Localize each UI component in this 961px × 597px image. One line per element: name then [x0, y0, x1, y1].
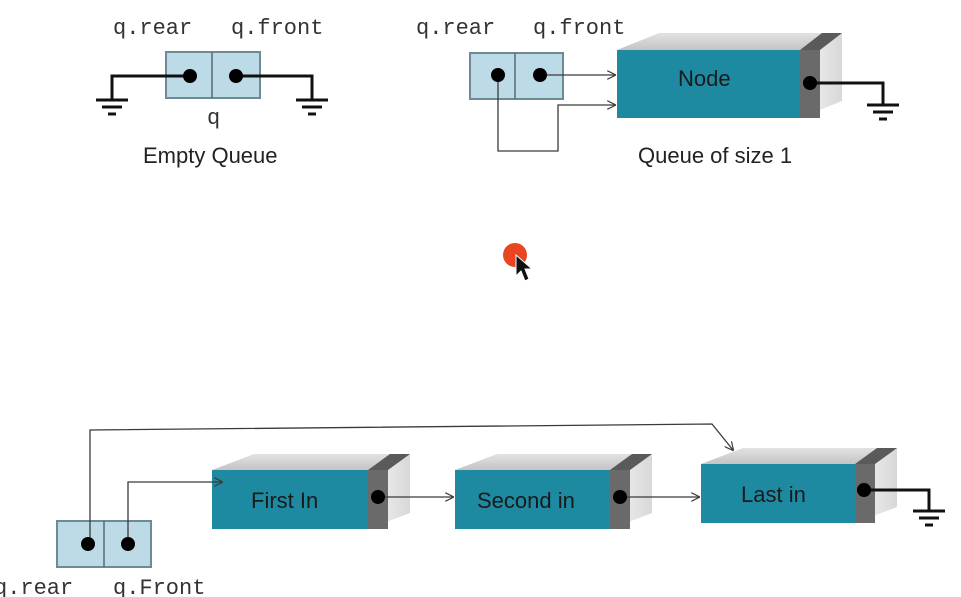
mouse-cursor-icon: [503, 243, 534, 282]
node-label-last: Last in: [741, 482, 806, 507]
node-box: Node: [617, 33, 842, 118]
front-null-wire: [236, 74, 314, 99]
node-next-dot: [857, 483, 871, 497]
queue-variable-label: q: [207, 106, 220, 131]
front-pointer-dot: [121, 537, 135, 551]
node-null-wire: [864, 488, 931, 510]
node-next-dot: [371, 490, 385, 504]
empty-queue-group: q.rear q.front q Empty Queue: [96, 16, 328, 168]
size-one-queue-group: q.rear q.front Node Queue of size 1: [416, 16, 899, 168]
ground-icon: [913, 509, 945, 527]
node-box: First In: [212, 454, 410, 529]
front-pointer-dot: [533, 68, 547, 82]
node-null-wire: [810, 81, 885, 104]
rear-pointer-dot: [81, 537, 95, 551]
empty-queue-front-label: q.front: [231, 16, 323, 41]
long-queue-front-label: q.Front: [113, 576, 205, 597]
ground-icon: [96, 98, 128, 116]
size-one-pointer-box: [469, 52, 564, 100]
long-queue-group: First In Second in Last in: [0, 423, 945, 597]
arrow-icon: [127, 482, 222, 544]
node-face: [617, 50, 800, 118]
size-one-front-label: q.front: [533, 16, 625, 41]
node-box: Last in: [701, 448, 897, 523]
empty-queue-caption: Empty Queue: [143, 143, 278, 168]
node-label: Node: [678, 66, 731, 91]
arrow-icon: [89, 423, 733, 544]
node-next-dot: [803, 76, 817, 90]
empty-queue-rear-label: q.rear: [113, 16, 192, 41]
front-pointer-dot: [229, 69, 243, 83]
size-one-caption: Queue of size 1: [638, 143, 792, 168]
ground-icon: [867, 103, 899, 121]
arrow-icon: [497, 75, 615, 152]
ground-icon: [296, 98, 328, 116]
long-queue-rear-label: q.rear: [0, 576, 73, 597]
node-label-first: First In: [251, 488, 318, 513]
node-next-dot: [613, 490, 627, 504]
rear-null-wire: [110, 74, 190, 99]
rear-pointer-dot: [183, 69, 197, 83]
node-label-second: Second in: [477, 488, 575, 513]
rear-pointer-dot: [491, 68, 505, 82]
node-box: Second in: [455, 454, 652, 529]
size-one-rear-label: q.rear: [416, 16, 495, 41]
